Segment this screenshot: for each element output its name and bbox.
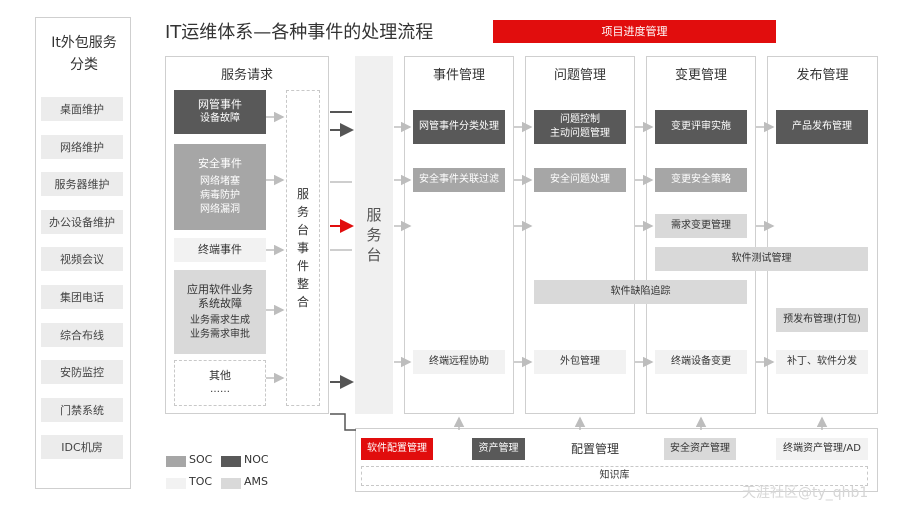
- legend-ams-label: AMS: [244, 475, 268, 488]
- outsourcing-item: 视频会议: [41, 247, 123, 272]
- outsourcing-item: 桌面维护: [41, 97, 123, 121]
- legend-noc-swatch: [221, 456, 241, 467]
- soc-event-title: 安全事件: [198, 157, 242, 170]
- software-config-box: 软件配置管理: [361, 438, 433, 460]
- noc-classification-box: 网管事件分类处理: [413, 110, 505, 144]
- other-event-title: 其他: [209, 369, 231, 382]
- app-event-sub-2: 业务需求审批: [190, 328, 250, 340]
- outsourcing-item: 服务器维护: [41, 172, 123, 197]
- app-event-box: 应用软件业务 系统故障 业务需求生成 业务需求审批: [174, 270, 266, 354]
- soc-event-box: 安全事件 网络堵塞 病毒防护 网络漏洞: [174, 144, 266, 230]
- legend-soc-swatch: [166, 456, 186, 467]
- remote-assist-box: 终端远程协助: [413, 350, 505, 374]
- outsourcing-item: 网络维护: [41, 134, 123, 159]
- knowledge-base-box: 知识库: [361, 466, 868, 486]
- page-title: IT运维体系—各种事件的处理流程: [165, 22, 434, 43]
- problem-control-line-1: 问题控制: [560, 114, 600, 125]
- legend-noc-label: NOC: [244, 453, 269, 466]
- integration-char-5: 件: [296, 259, 309, 273]
- outsourcing-title: It外包服务 分类: [36, 32, 132, 76]
- terminal-asset-box: 终端资产管理/AD: [776, 438, 868, 460]
- outsourcing-title-line2: 分类: [70, 57, 98, 73]
- project-progress-bar: 项目进度管理: [493, 20, 776, 43]
- noc-event-box: 网管事件 设备故障: [174, 90, 266, 134]
- outsourcing-title-line1: It外包服务: [51, 35, 117, 51]
- integration-char-1: 服: [296, 187, 309, 201]
- integration-char-3: 台: [296, 223, 309, 237]
- desk-integration-box: 服 务 台 事 件 整 合: [286, 90, 320, 406]
- legend-toc-label: TOC: [189, 475, 213, 488]
- service-desk-char-3: 台: [366, 246, 382, 264]
- legend-toc-swatch: [166, 478, 186, 489]
- outsourcing-mgmt-box: 外包管理: [534, 350, 626, 374]
- soc-event-sub-1: 网络堵塞: [200, 176, 240, 187]
- defect-tracking-box: 软件缺陷追踪: [534, 280, 747, 304]
- terminal-change-box: 终端设备变更: [655, 350, 747, 374]
- outsourcing-item: 办公设备维护: [41, 209, 123, 234]
- connector-to-config: [330, 413, 356, 431]
- release-management-title: 发布管理: [796, 68, 849, 83]
- terminal-event-box: 终端事件: [174, 238, 266, 262]
- outsourcing-item: 综合布线: [41, 322, 123, 347]
- legend-soc-label: SOC: [189, 453, 213, 466]
- app-event-title-1: 应用软件业务: [187, 282, 253, 296]
- software-test-box: 软件测试管理: [655, 247, 868, 271]
- soc-event-sub-3: 网络漏洞: [200, 204, 240, 215]
- outsourcing-item: 安防监控: [41, 360, 123, 385]
- change-review-box: 变更评审实施: [655, 110, 747, 144]
- security-correlation-box: 安全事件关联过滤: [413, 168, 505, 192]
- outsourcing-item: 集团电话: [41, 285, 123, 309]
- problem-control-box: 问题控制 主动问题管理: [534, 110, 626, 144]
- demand-change-box: 需求变更管理: [655, 214, 747, 238]
- outsourcing-item: IDC机房: [41, 435, 123, 460]
- asset-mgmt-box: 资产管理: [472, 438, 525, 460]
- app-event-title-2: 系统故障: [198, 296, 242, 310]
- problem-control-line-2: 主动问题管理: [550, 128, 610, 139]
- watermark: 天涯社区@ty_qhb1: [742, 485, 869, 501]
- security-problem-box: 安全问题处理: [534, 168, 626, 192]
- legend-ams-swatch: [221, 478, 241, 489]
- service-desk-char-2: 务: [366, 226, 382, 244]
- service-desk-bar: 服 务 台: [355, 56, 393, 414]
- noc-event-title: 网管事件: [198, 98, 242, 111]
- other-event-sub: ……: [210, 384, 230, 395]
- soc-event-sub-2: 病毒防护: [200, 190, 240, 201]
- service-request-title: 服务请求: [220, 68, 273, 83]
- change-security-box: 变更安全策略: [655, 168, 747, 192]
- integration-char-2: 务: [296, 205, 309, 219]
- change-management-title: 变更管理: [674, 68, 727, 83]
- other-event-box: 其他 ……: [174, 360, 266, 406]
- noc-event-sub: 设备故障: [200, 113, 240, 124]
- app-event-sub-1: 业务需求生成: [190, 314, 250, 326]
- prerelease-box: 预发布管理(打包): [776, 308, 868, 332]
- security-asset-box: 安全资产管理: [664, 438, 736, 460]
- integration-char-7: 合: [296, 295, 309, 309]
- integration-char-4: 事: [296, 241, 309, 255]
- config-title: 配置管理: [570, 442, 619, 456]
- integration-char-6: 整: [296, 277, 309, 291]
- product-release-box: 产品发布管理: [776, 110, 868, 144]
- problem-management-title: 问题管理: [553, 68, 606, 83]
- outsourcing-item: 门禁系统: [41, 397, 123, 422]
- patch-distribution-box: 补丁、软件分发: [776, 350, 868, 374]
- event-management-title: 事件管理: [432, 68, 485, 83]
- service-desk-char-1: 服: [366, 206, 382, 224]
